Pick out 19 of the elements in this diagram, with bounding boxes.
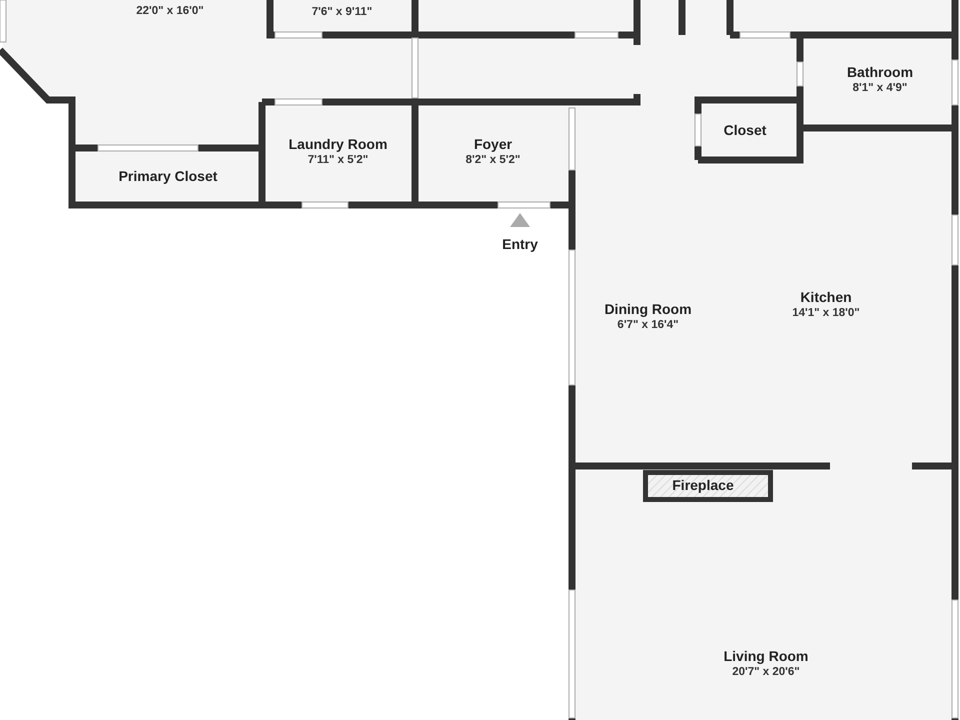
room-dimensions: 22'0" x 16'0" xyxy=(136,4,204,18)
room-name: Kitchen xyxy=(800,289,852,306)
room-name: Living Room xyxy=(724,648,808,665)
room-dimensions: 7'6" x 9'11" xyxy=(312,5,372,19)
room-dimensions: 20'7" x 20'6" xyxy=(732,665,800,679)
room-name: Closet xyxy=(724,122,766,139)
room-name: Dining Room xyxy=(604,301,692,318)
room-name: Laundry Room xyxy=(288,136,388,153)
room-dimensions: 8'2" x 5'2" xyxy=(466,153,520,167)
room-dimensions: 14'1" x 18'0" xyxy=(792,306,860,320)
room-name: Bathroom xyxy=(846,64,914,81)
room-dimensions: 8'1" x 4'9" xyxy=(852,81,908,95)
room-name: Primary Closet xyxy=(118,168,218,185)
room-name: Fireplace xyxy=(672,477,734,494)
room-name: Foyer xyxy=(474,136,512,153)
entry-label: Entry xyxy=(502,236,538,252)
room-dimensions: 7'11" x 5'2" xyxy=(308,153,368,167)
room-dimensions: 6'7" x 16'4" xyxy=(617,318,679,332)
fireplace-area xyxy=(643,470,773,502)
